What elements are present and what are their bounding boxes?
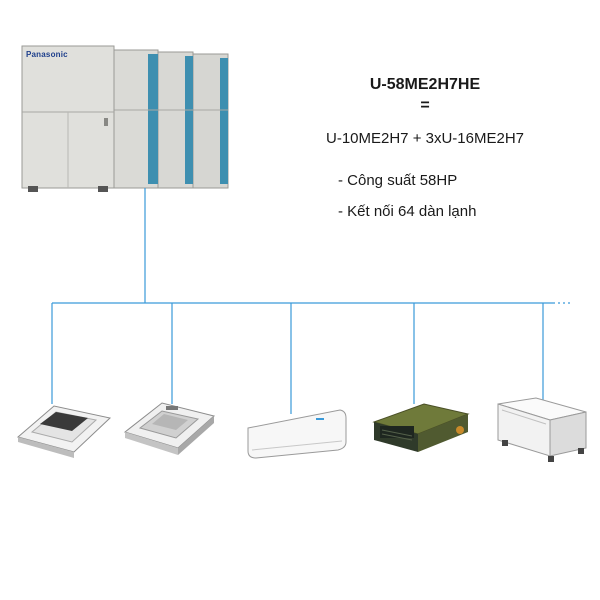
indoor-unit-wall-mounted [247, 409, 347, 459]
outdoor-unit-2 [111, 49, 159, 189]
indoor-unit-cassette-flat [16, 405, 112, 458]
outdoor-unit-3 [156, 51, 194, 189]
spec-capacity: - Công suất 58HP [338, 172, 458, 189]
spec-connections: - Kết nối 64 dàn lạnh [338, 203, 477, 220]
outdoor-unit-1 [21, 45, 115, 192]
system-composition: U-10ME2H7 + 3xU-16ME2H7 [326, 130, 524, 147]
equals-sign: = [420, 97, 430, 114]
refrigerant-piping [51, 188, 572, 414]
indoor-unit-floor-standing [497, 397, 587, 462]
outdoor-unit-4 [191, 53, 229, 189]
outdoor-unit-group [21, 45, 229, 192]
brand-logo: Panasonic [26, 50, 68, 59]
indoor-unit-cassette [123, 402, 216, 455]
indoor-unit-concealed-duct [372, 403, 470, 452]
system-model-title: U-58ME2H7HE [369, 76, 481, 93]
